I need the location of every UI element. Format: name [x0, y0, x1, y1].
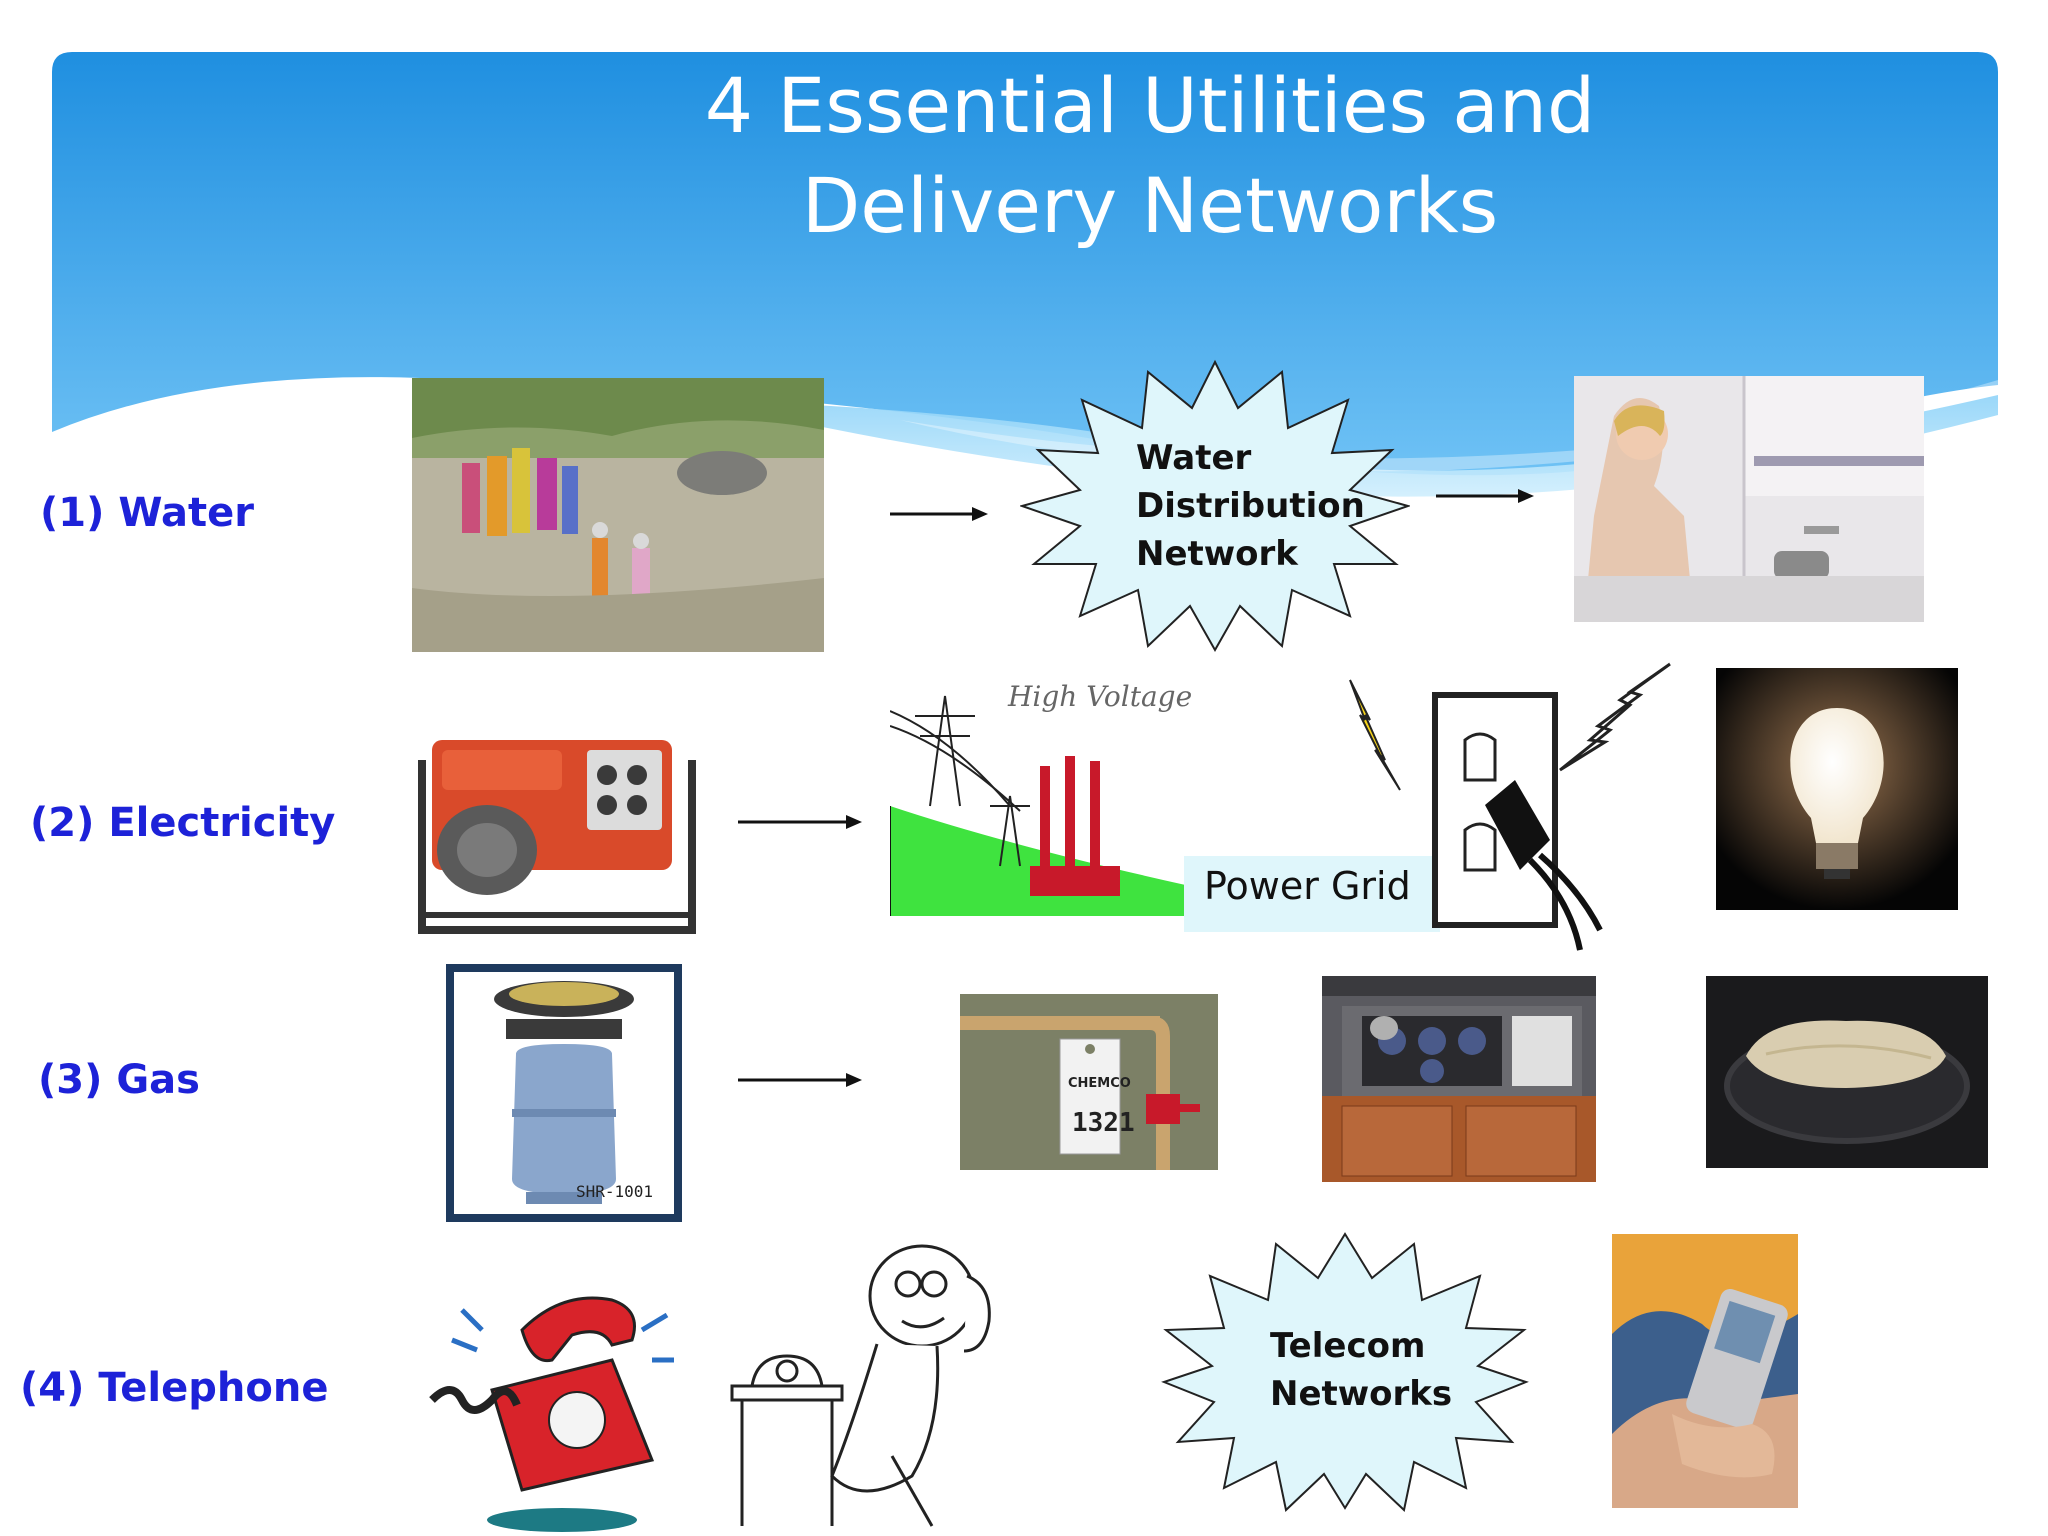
water-network-starburst: [1020, 359, 1410, 653]
lightning-icon: [1559, 662, 1671, 772]
arrow-icon: [738, 1073, 862, 1087]
village-water-photo: [412, 378, 824, 652]
cartoon-phone-call-image: [712, 1226, 1032, 1532]
row-label-electricity: (2) Electricity: [30, 800, 336, 846]
gas-tag-brand: CHEMCO: [1068, 1076, 1131, 1091]
power-grid-label: Power Grid: [1184, 856, 1440, 932]
row-label-water: (1) Water: [40, 490, 254, 536]
gas-cylinder-image: [446, 964, 682, 1222]
slide-title: 4 Essential Utilities and Delivery Netwo…: [560, 56, 1740, 256]
gas-tag-number: 1321: [1072, 1108, 1135, 1138]
telephone-icon: [412, 1270, 676, 1532]
generator-image: [412, 700, 712, 950]
flatbread-on-burner-photo: [1706, 976, 1988, 1168]
water-network-line-1: Water: [1136, 438, 1252, 478]
gas-stove-photo: [1322, 976, 1596, 1182]
telecom-network-line-2: Networks: [1270, 1374, 1453, 1414]
high-voltage-image: [890, 656, 1190, 916]
title-line-1: 4 Essential Utilities and: [704, 61, 1596, 150]
telecom-network-line-1: Telecom: [1270, 1326, 1426, 1366]
row-label-telephone: (4) Telephone: [20, 1365, 329, 1411]
gas-meter-photo: [960, 994, 1218, 1170]
kitchen-tap-photo: [1574, 376, 1924, 622]
lightning-icon: [1349, 679, 1401, 791]
row-label-gas: (3) Gas: [38, 1057, 200, 1103]
water-network-line-3: Network: [1136, 534, 1298, 574]
water-network-line-2: Distribution: [1136, 486, 1365, 526]
mobile-phone-photo: [1612, 1234, 1798, 1508]
high-voltage-caption: High Voltage: [1008, 680, 1193, 713]
arrow-icon: [890, 507, 988, 521]
telecom-network-label: Telecom Networks: [1270, 1322, 1452, 1418]
title-line-2: Delivery Networks: [801, 161, 1499, 250]
light-bulb-icon: [1716, 668, 1958, 910]
water-network-label: Water Distribution Network: [1136, 434, 1365, 578]
cylinder-model-label: SHR-1001: [576, 1182, 654, 1201]
arrow-icon: [1436, 489, 1534, 503]
telecom-network-starburst: [1161, 1232, 1529, 1512]
arrow-icon: [738, 815, 862, 829]
power-outlet-image: [1349, 662, 1671, 951]
